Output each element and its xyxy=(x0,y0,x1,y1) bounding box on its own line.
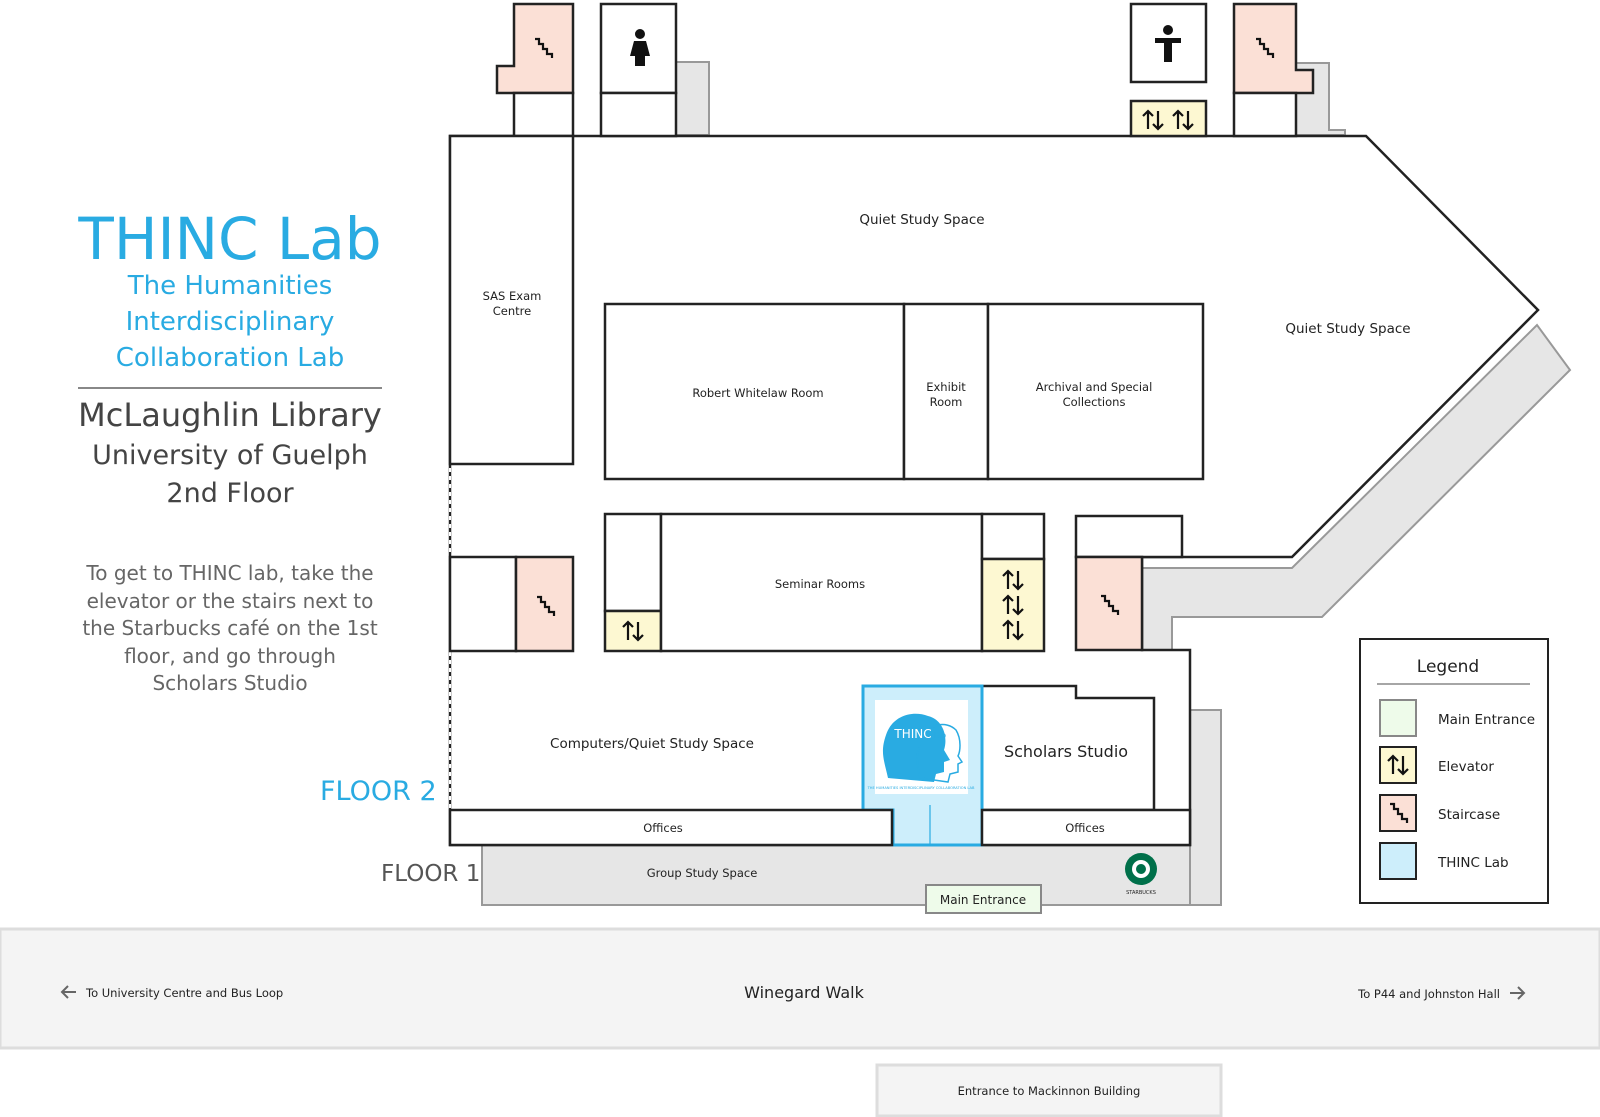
offices-right xyxy=(980,808,1192,847)
archival-special-collections xyxy=(986,302,1205,481)
legend-label-thinc: THINC Lab xyxy=(1437,855,1509,871)
thinc-logo-caption: THE HUMANITIES INTERDISCIPLINARY COLLABO… xyxy=(867,786,975,790)
page-subtitle: The Humanities Interdisciplinary Collabo… xyxy=(60,268,400,376)
offices-left xyxy=(448,808,894,847)
room-label-archival-2: Collections xyxy=(1063,395,1126,409)
room-label-quiet-study-right: Quiet Study Space xyxy=(1285,321,1410,337)
room-label-exhibit-1: Exhibit xyxy=(926,380,966,394)
room-label-group-study: Group Study Space xyxy=(647,866,758,880)
walkway-left-destination: To University Centre and Bus Loop xyxy=(85,986,283,1000)
room-label-exhibit-2: Room xyxy=(930,395,963,409)
floor1-corridor-top-left xyxy=(675,61,710,136)
elevator-top-right xyxy=(1129,99,1208,138)
legend-label-entrance: Main Entrance xyxy=(1438,712,1535,728)
room-label-computers: Computers/Quiet Study Space xyxy=(550,736,754,752)
main-entrance-label: Main Entrance xyxy=(940,893,1026,907)
elevator-seminar xyxy=(603,609,663,653)
subtitle-line: Interdisciplinary xyxy=(125,307,335,337)
room-label-sas-2: Centre xyxy=(493,304,531,318)
arrow-left-icon xyxy=(60,985,76,999)
legend-swatch-elevator xyxy=(1379,746,1417,784)
subtitle-line: The Humanities xyxy=(127,271,333,301)
floor-name: 2nd Floor xyxy=(166,478,294,509)
legend-label-elevator: Elevator xyxy=(1438,759,1494,775)
thinc-logo-sub: lab xyxy=(934,731,946,740)
room-label-scholars-studio: Scholars Studio xyxy=(1004,742,1128,761)
room-left-mid xyxy=(448,555,518,653)
starbucks-icon xyxy=(1125,853,1157,885)
floor2-label: FLOOR 2 xyxy=(320,776,437,807)
legend-swatch-thinc xyxy=(1379,842,1417,880)
room-right-mid xyxy=(1074,514,1184,559)
arrow-right-icon xyxy=(1510,986,1526,1000)
starbucks-label: STARBUCKS xyxy=(1126,890,1156,896)
page-title: THINC Lab xyxy=(78,205,382,273)
legend-swatch-entrance xyxy=(1379,699,1417,737)
elevator-central xyxy=(980,557,1046,653)
sas-exam-centre xyxy=(448,134,575,466)
mackinnon-label: Entrance to Mackinnon Building xyxy=(958,1084,1141,1098)
room-seminar-small xyxy=(603,512,663,613)
staircase-right xyxy=(1074,555,1144,652)
legend-label-staircase: Staircase xyxy=(1438,807,1500,823)
room-label-archival-1: Archival and Special xyxy=(1036,380,1153,394)
thinc-logo: THINC lab THE HUMANITIES INTERDISCIPLINA… xyxy=(867,713,975,790)
room-label-offices-right: Offices xyxy=(1065,821,1105,835)
title-divider xyxy=(78,387,382,389)
staircase-top-left xyxy=(495,2,575,95)
library-name: McLaughlin Library xyxy=(78,396,382,434)
thinc-logo-text: THINC xyxy=(893,727,931,741)
room-top-left-small xyxy=(512,91,575,138)
winegard-walk xyxy=(0,927,1600,1050)
room-top-right-small xyxy=(1232,91,1298,138)
room-label-quiet-study-top: Quiet Study Space xyxy=(859,212,984,228)
floor1-label: FLOOR 1 xyxy=(381,861,481,887)
subtitle-line: Collaboration Lab xyxy=(115,343,345,373)
womens-washroom-icon xyxy=(630,29,650,66)
walkway-name: Winegard Walk xyxy=(744,983,864,1002)
room-label-offices-left: Offices xyxy=(643,821,683,835)
staircase-top-right xyxy=(1232,2,1315,95)
washroom-person-icon xyxy=(1155,25,1181,62)
legend-title: Legend xyxy=(1417,657,1479,677)
room-label-robert-whitelaw: Robert Whitelaw Room xyxy=(692,386,823,400)
university-name: University of Guelph xyxy=(92,440,368,471)
directions-text: To get to THINC lab, take the elevator o… xyxy=(82,561,378,695)
group-study-space xyxy=(481,839,1222,906)
main-entrance[interactable] xyxy=(925,884,1042,914)
room-label-sas-1: SAS Exam xyxy=(483,289,542,303)
robert-whitelaw-room xyxy=(603,302,906,481)
seminar-rooms xyxy=(659,512,984,653)
room-label-seminar: Seminar Rooms xyxy=(775,577,865,591)
exhibit-room xyxy=(902,302,990,481)
room-top-left-2 xyxy=(599,91,678,138)
mackinnon-entrance xyxy=(875,1063,1223,1117)
walkway-right-destination: To P44 and Johnston Hall xyxy=(1357,987,1500,1001)
floor1-corridor-right xyxy=(1189,709,1222,906)
room-seminar-right xyxy=(980,512,1046,561)
